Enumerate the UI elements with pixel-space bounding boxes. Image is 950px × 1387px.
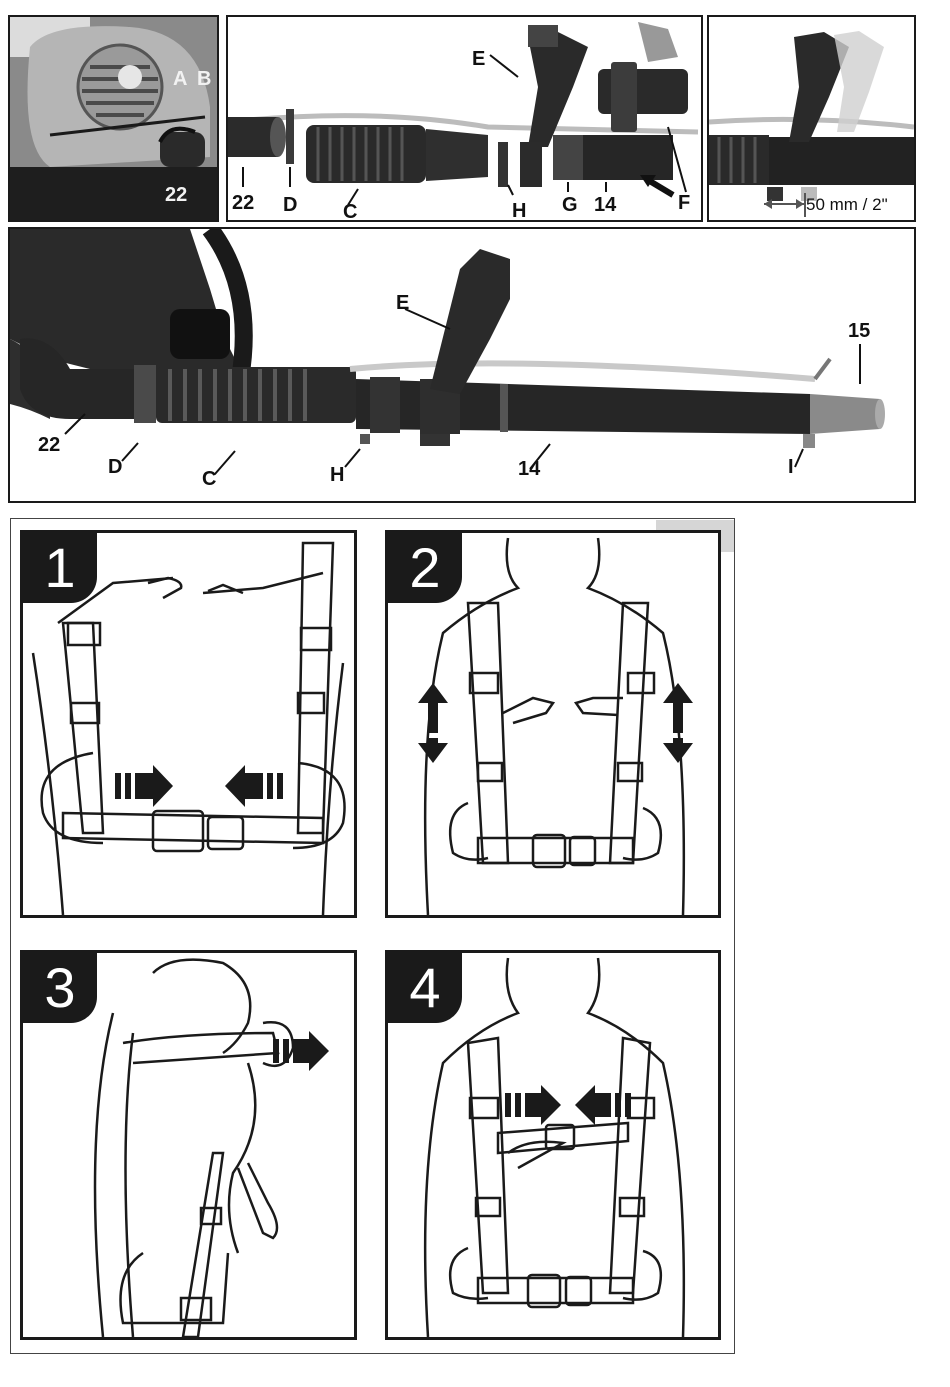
harness-step-4: 4 — [385, 950, 721, 1340]
offset-measurement: 50 mm / 2" — [806, 195, 888, 215]
label-e: E — [472, 49, 485, 69]
assembled-blower-photo: E 15 22 D C H 14 I — [8, 227, 916, 503]
tube-parts-photo: 22 D C E H G 14 F — [226, 15, 703, 222]
label-22: 22 — [165, 185, 187, 205]
label-a: A — [173, 69, 187, 89]
engine-closeup-photo: A B 22 — [8, 15, 219, 222]
harness-step-3: 3 — [20, 950, 357, 1340]
label-d: D — [283, 195, 297, 215]
step-number-badge: 3 — [23, 953, 97, 1023]
label-h: H — [330, 465, 344, 485]
label-d: D — [108, 457, 122, 477]
label-h: H — [512, 201, 526, 221]
label-14: 14 — [518, 459, 540, 479]
label-i: I — [788, 457, 794, 477]
label-c: C — [202, 469, 216, 489]
step-number-badge: 2 — [388, 533, 462, 603]
label-g: G — [562, 195, 578, 215]
assembled-blower-illustration — [10, 229, 914, 501]
label-b: B — [197, 69, 211, 89]
label-c: C — [343, 202, 357, 222]
step-number-badge: 1 — [23, 533, 97, 603]
label-15: 15 — [848, 321, 870, 341]
harness-step-2: 2 — [385, 530, 721, 918]
tube-parts-illustration — [228, 17, 701, 220]
label-14: 14 — [594, 195, 616, 215]
harness-step-1: 1 — [20, 530, 357, 918]
label-22: 22 — [232, 193, 254, 213]
handle-adjust-illustration — [709, 17, 914, 220]
label-e: E — [396, 293, 409, 313]
label-f: F — [678, 193, 690, 213]
handle-adjust-photo: 50 mm / 2" — [707, 15, 916, 222]
step-number-badge: 4 — [388, 953, 462, 1023]
label-22: 22 — [38, 435, 60, 455]
